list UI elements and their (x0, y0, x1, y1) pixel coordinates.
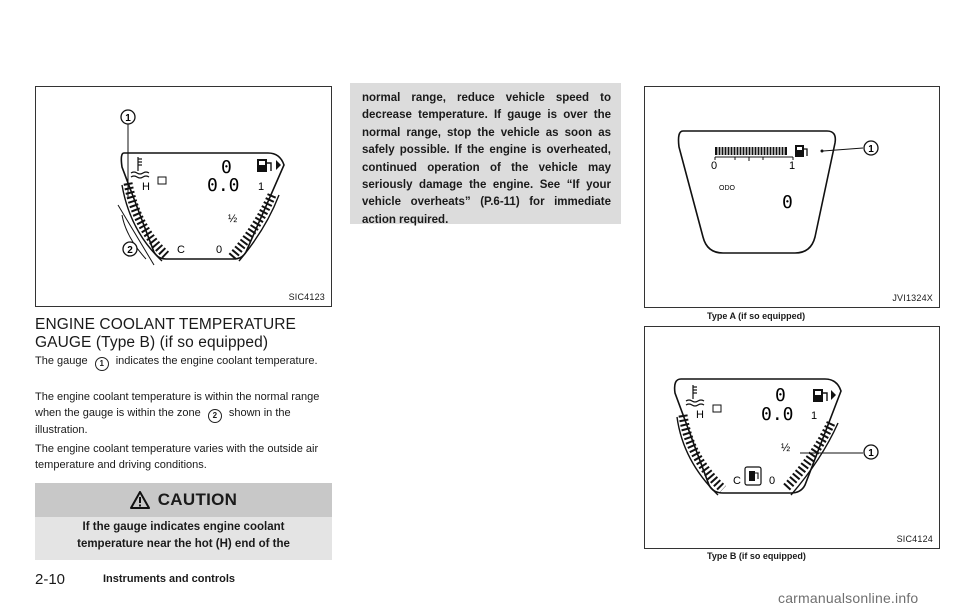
figure-type-a: 1 0 1 ODO 0 JVI1324X (644, 86, 940, 308)
gauge-illustration-left: 1 2 H C 0 ½ 1 0 0.0 (117, 109, 285, 266)
caution-title: CAUTION (157, 490, 238, 509)
fuel-pump-icon-a (795, 145, 808, 157)
figure-left: 1 2 H C 0 ½ 1 0 0.0 SIC4123 (35, 86, 332, 307)
paragraph-1: The gauge 1 indicates the engine coolant… (35, 354, 333, 371)
figure-code-b: SIC4124 (896, 534, 933, 544)
page-number: 2-10 (35, 571, 66, 588)
fuel-half-label: ½ (228, 213, 237, 225)
ref-callout-1: 1 (94, 357, 109, 371)
ref-callout-2: 2 (207, 408, 222, 423)
caution-header: CAUTION (35, 483, 332, 517)
caption-type-b: Type B (if so equipped) (707, 551, 806, 561)
figure-code: SIC4123 (288, 292, 325, 302)
digit-display-bottom-b: 0.0 (761, 404, 794, 425)
caution-line-2: temperature near the hot (H) end of the (77, 538, 290, 550)
fuel-empty-label-b: 0 (769, 475, 775, 487)
fuel-gauge-strip-b (781, 421, 839, 496)
p3-text: The engine coolant temperature varies wi… (35, 443, 319, 471)
warning-box-icon (157, 176, 167, 185)
gauge-illustration-type-b: 1 H C 0 ½ 1 0 0.0 (673, 378, 879, 496)
figure-type-b: 1 H C 0 ½ 1 0 0.0 SIC4124 (644, 326, 940, 549)
low-fuel-warning-icon (744, 466, 762, 486)
caution-body: If the gauge indicates engine coolant te… (35, 517, 332, 560)
callout-2-label: 2 (127, 245, 133, 256)
callout-1-leader-a (822, 147, 864, 152)
digit-display-top: 0 (221, 157, 232, 178)
p1-text-after: indicates the engine coolant temperature… (115, 355, 318, 367)
section-heading: ENGINE COOLANT TEMPERATURE GAUGE (Type B… (35, 316, 296, 351)
digit-display-top-b: 0 (775, 385, 786, 406)
temp-gauge-strip-b (676, 414, 727, 496)
hot-label: H (142, 181, 150, 193)
gauge-illustration-type-a: 1 0 1 ODO 0 (677, 130, 879, 254)
p1-text-before: The gauge (35, 355, 88, 367)
coolant-temp-icon (130, 157, 150, 179)
callout-1-circle-b (863, 444, 879, 460)
callout-1-label-a: 1 (868, 144, 874, 155)
warning-box-icon-b (712, 404, 722, 413)
fuel-gauge-strip (228, 193, 280, 262)
callout-1-label: 1 (125, 113, 131, 124)
digit-display-bottom: 0.0 (207, 175, 240, 196)
fuel-half-label-b: ½ (781, 442, 790, 454)
fuel-empty-label: 0 (216, 244, 222, 256)
caution-continued: normal range, reduce vehicle speed to de… (350, 83, 621, 226)
scale-1-label: 1 (789, 160, 795, 172)
callout-1-label-b: 1 (868, 448, 874, 459)
cold-label: C (177, 244, 185, 256)
footer-section-title: Instruments and controls (103, 573, 236, 585)
odo-label: ODO (719, 185, 736, 192)
temp-gauge-strip (121, 182, 170, 262)
callout-2-circle (122, 241, 138, 257)
callout-1-circle (120, 109, 136, 125)
fuel-pump-icon (257, 159, 281, 172)
warning-triangle-icon (129, 491, 150, 509)
fuel-scale (714, 156, 794, 161)
paragraph-2: The engine coolant temperature is within… (35, 390, 333, 438)
watermark: carmanualsonline.info (778, 590, 919, 606)
hot-label-b: H (696, 409, 704, 421)
paragraph-3: The engine coolant temperature varies wi… (35, 442, 333, 473)
p2-text-after: shown in the illustration. (35, 406, 291, 436)
cluster-outline-b (673, 378, 842, 494)
caption-type-a: Type A (if so equipped) (707, 311, 806, 321)
cold-label-b: C (733, 475, 741, 487)
caution-line-1: If the gauge indicates engine coolant (82, 521, 285, 533)
fuel-pump-icon-b (813, 389, 836, 402)
figure-code-a: JVI1324X (892, 293, 933, 303)
fuel-full-label: 1 (258, 181, 264, 193)
fuel-full-label-b: 1 (811, 410, 817, 422)
callout-2-bracket (121, 214, 147, 260)
coolant-temp-icon-b (685, 385, 705, 407)
cluster-outline-a (677, 130, 837, 254)
p2-text-before: The engine coolant temperature is within… (35, 391, 320, 419)
callout-1-circle-a (863, 140, 879, 156)
scale-0-label: 0 (711, 160, 717, 172)
cluster-outline (120, 152, 285, 260)
odo-value: 0 (782, 192, 793, 213)
